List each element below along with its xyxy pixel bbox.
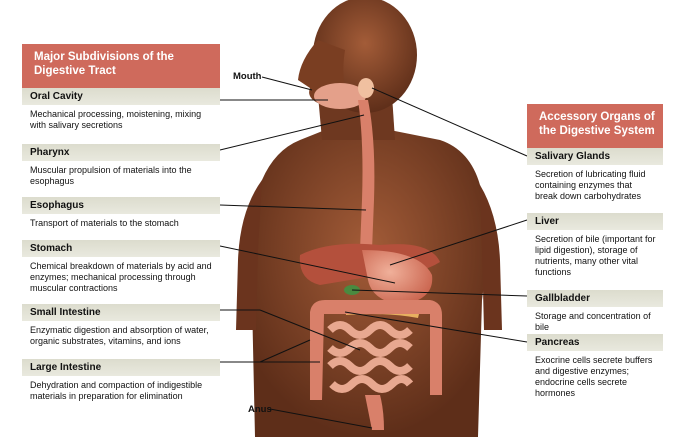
gallbladder-title: Gallbladder	[527, 290, 663, 307]
pancreas-desc: Exocrine cells secrete buffers and diges…	[527, 351, 663, 409]
accessory-organs-panel: Accessory Organs of the Digestive System…	[527, 104, 663, 409]
esophagus-desc: Transport of materials to the stomach	[22, 214, 220, 240]
small-intestine-shape	[327, 321, 414, 393]
section-oral-cavity: Oral Cavity Mechanical processing, moist…	[22, 88, 220, 144]
stomach-desc: Chemical breakdown of materials by acid …	[22, 257, 220, 304]
left-arm	[236, 180, 262, 330]
large-intestine-desc: Dehydration and compaction of indigestib…	[22, 376, 220, 412]
mouth-label: Mouth	[233, 71, 262, 82]
oral-cavity-desc: Mechanical processing, moistening, mixin…	[22, 105, 220, 144]
esophagus-shape	[358, 100, 375, 250]
section-salivary-glands: Salivary Glands Secretion of lubricating…	[527, 148, 663, 213]
section-large-intestine: Large Intestine Dehydration and compacti…	[22, 359, 220, 412]
liver-title: Liver	[527, 213, 663, 230]
section-stomach: Stomach Chemical breakdown of materials …	[22, 240, 220, 304]
section-gallbladder: Gallbladder Storage and concentration of…	[527, 290, 663, 334]
small-intestine-title: Small Intestine	[22, 304, 220, 321]
section-pancreas: Pancreas Exocrine cells secrete buffers …	[527, 334, 663, 409]
anus-label: Anus	[248, 404, 272, 415]
left-panel-header: Major Subdivisions of the Digestive Trac…	[22, 44, 220, 88]
salivary-glands-desc: Secretion of lubricating fluid containin…	[527, 165, 663, 213]
pancreas-title: Pancreas	[527, 334, 663, 351]
gallbladder-desc: Storage and concentration of bile	[527, 307, 663, 334]
oral-cavity-title: Oral Cavity	[22, 88, 220, 105]
torso	[249, 126, 487, 437]
liver-desc: Secretion of bile (important for lipid d…	[527, 230, 663, 290]
oral-cavity-shape	[314, 83, 366, 109]
section-esophagus: Esophagus Transport of materials to the …	[22, 197, 220, 240]
section-pharynx: Pharynx Muscular propulsion of materials…	[22, 144, 220, 197]
right-arm	[480, 185, 502, 330]
digestive-tract-panel: Major Subdivisions of the Digestive Trac…	[22, 44, 220, 412]
pharynx-desc: Muscular propulsion of materials into th…	[22, 161, 220, 197]
pharynx-title: Pharynx	[22, 144, 220, 161]
rectum-shape	[365, 395, 384, 430]
stomach-title: Stomach	[22, 240, 220, 257]
salivary-glands-title: Salivary Glands	[527, 148, 663, 165]
esophagus-title: Esophagus	[22, 197, 220, 214]
small-intestine-desc: Enzymatic digestion and absorption of wa…	[22, 321, 220, 359]
section-liver: Liver Secretion of bile (important for l…	[527, 213, 663, 290]
right-panel-header: Accessory Organs of the Digestive System	[527, 104, 663, 148]
section-small-intestine: Small Intestine Enzymatic digestion and …	[22, 304, 220, 359]
large-intestine-title: Large Intestine	[22, 359, 220, 376]
large-intestine-shape	[310, 300, 442, 400]
